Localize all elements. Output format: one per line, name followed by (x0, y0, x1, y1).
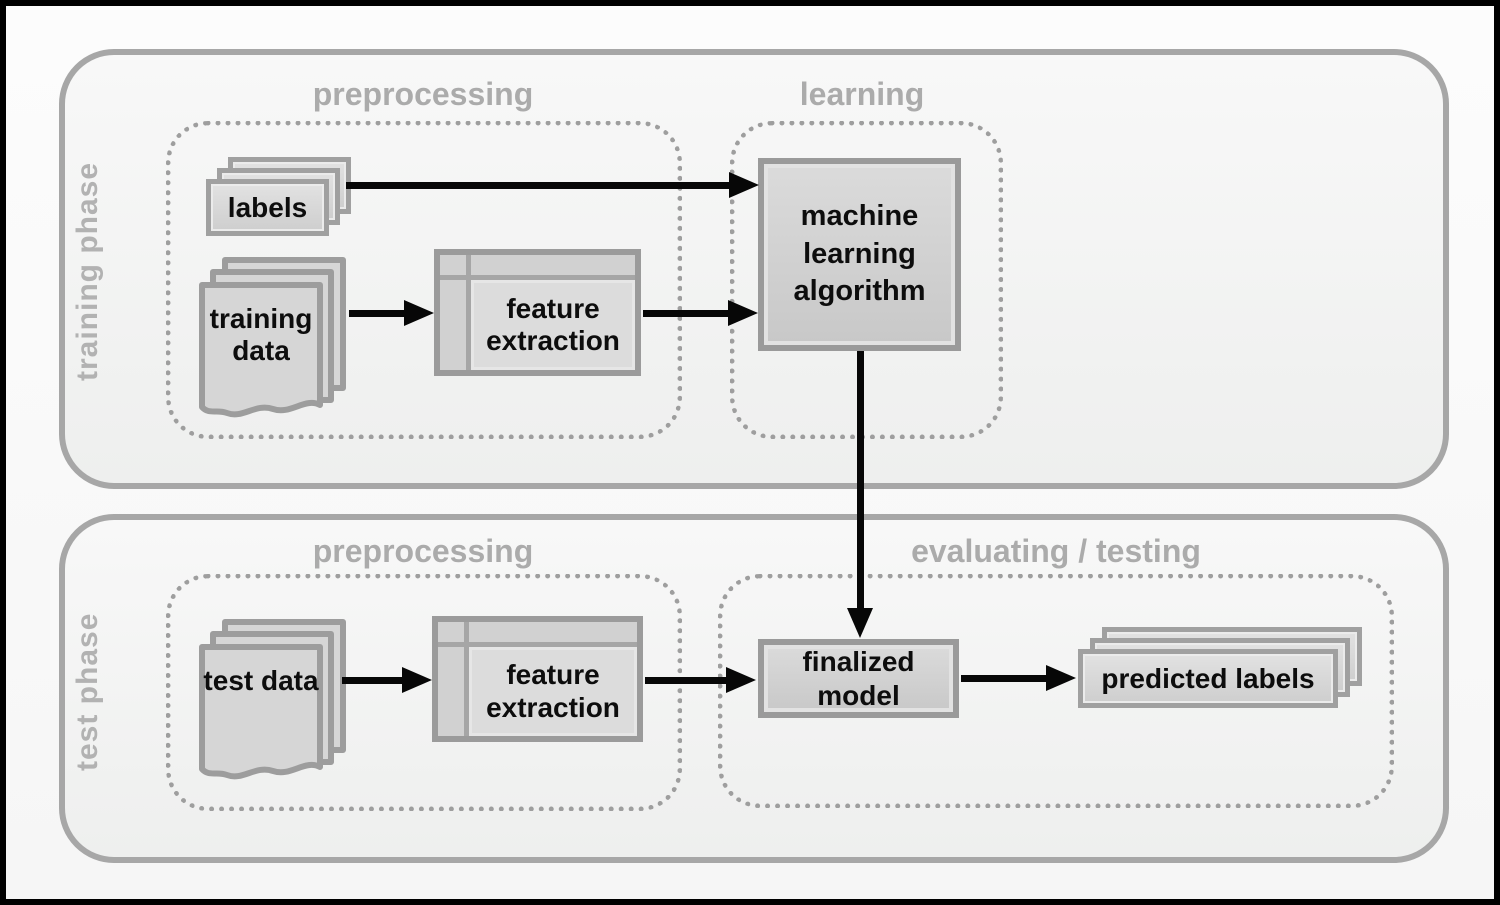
test-preprocessing-group (166, 574, 682, 811)
labels-card: labels (206, 179, 329, 236)
evaluating-testing-title: evaluating / testing (911, 533, 1201, 569)
training-preprocessing-group (166, 121, 682, 439)
finalized-model-node: finalized model (758, 639, 959, 718)
training-data-node: training data (198, 256, 350, 421)
test-data-node: test data (198, 618, 350, 783)
learning-group (730, 121, 1003, 439)
ml-algorithm-node: machine learning algorithm (758, 158, 961, 351)
feature-extraction-training-node: feature extraction (434, 249, 641, 376)
labels-node: labels (206, 157, 352, 237)
finalized-model-text: finalized model (802, 645, 915, 711)
feature-extraction-test-text: feature extraction (486, 659, 620, 723)
predicted-labels-text: predicted labels (1101, 662, 1315, 694)
table-icon (438, 622, 637, 736)
test-phase-label: test phase (71, 612, 104, 771)
labels-text: labels (227, 191, 308, 223)
feature-extraction-training-text: feature extraction (486, 292, 620, 356)
predicted-labels-node: predicted labels (1078, 627, 1363, 708)
training-preprocessing-title: preprocessing (312, 76, 534, 112)
evaluating-testing-group (718, 574, 1394, 808)
learning-title: learning (799, 76, 925, 112)
training-phase-label: training phase (71, 161, 104, 382)
document-stack-icon (199, 257, 346, 418)
training-data-text: training data (209, 303, 313, 367)
test-data-text: test data (203, 665, 319, 696)
test-preprocessing-title: preprocessing (312, 533, 534, 569)
document-stack-icon (199, 619, 346, 780)
feature-extraction-test-node: feature extraction (432, 616, 643, 742)
predicted-labels-card: predicted labels (1078, 649, 1338, 708)
table-icon (440, 255, 635, 370)
ml-algorithm-text: machine learning algorithm (793, 199, 926, 308)
